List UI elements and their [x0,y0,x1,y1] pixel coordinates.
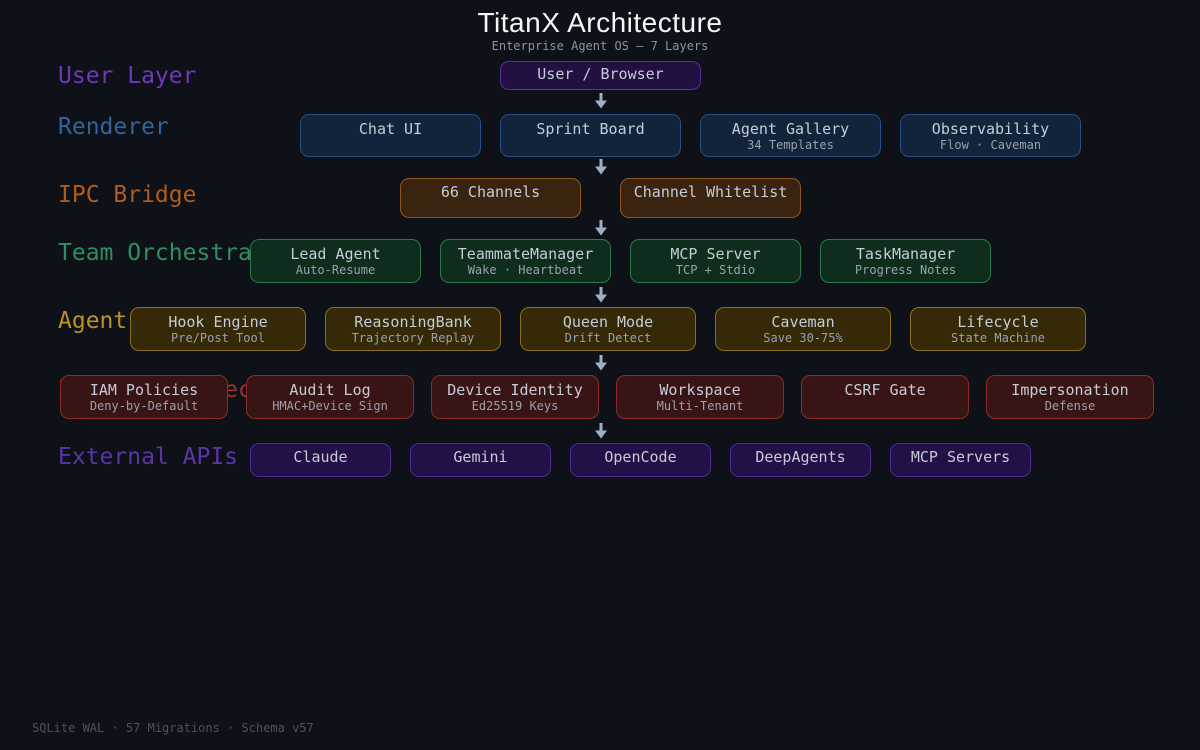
node-title: Chat UI [358,120,423,138]
node-title: Sprint Board [536,120,645,138]
node-title: Workspace [659,381,741,399]
node-subtitle: TCP + Stdio [675,263,756,277]
node-mcp-server: MCP Server TCP + Stdio [630,239,801,283]
node-subtitle: 34 Templates [747,138,834,152]
node-title: Audit Log [289,381,371,399]
node-title: Impersonation [1011,381,1129,399]
node-title: MCP Server [670,245,761,263]
node-caveman: Caveman Save 30-75% [715,307,891,351]
node-agent-gallery: Agent Gallery 34 Templates [700,114,881,157]
page-title: TitanX Architecture [477,7,723,38]
layer-label-renderer: Renderer [58,114,169,140]
node-title: Hook Engine [168,313,268,331]
node-66-channels: 66 Channels [400,178,581,218]
node-deepagents: DeepAgents [730,443,871,477]
node-subtitle: Progress Notes [854,263,957,277]
node-title: Lifecycle [957,313,1039,331]
node-title: Observability [931,120,1050,138]
node-title: Agent Gallery [731,120,850,138]
node-subtitle: State Machine [951,331,1045,345]
node-title: TaskManager [855,245,956,263]
node-chat-ui: Chat UI [300,114,481,157]
node-queen-mode: Queen Mode Drift Detect [520,307,696,351]
node-subtitle: Drift Detect [564,331,652,345]
node-title: Device Identity [447,381,583,399]
arrow-down-icon [595,93,607,109]
node-title: Claude [293,448,348,466]
node-title: DeepAgents [755,448,846,466]
arrow-down-icon [595,287,607,303]
node-subtitle: Flow · Caveman [939,138,1042,152]
node-subtitle: Trajectory Replay [351,331,475,345]
node-mcp-servers: MCP Servers [890,443,1031,477]
node-title: ReasoningBank [354,313,472,331]
layer-label-external-apis: External APIs [58,444,239,470]
node-impersonation: Impersonation Defense [986,375,1154,419]
node-subtitle: Wake · Heartbeat [467,263,584,277]
node-subtitle: Defense [1044,399,1096,413]
node-subtitle: Deny-by-Default [89,399,199,413]
node-title: OpenCode [604,448,677,466]
node-channel-whitelist: Channel Whitelist [620,178,801,218]
node-iam-policies: IAM Policies Deny-by-Default [60,375,228,419]
node-reasoning-bank: ReasoningBank Trajectory Replay [325,307,501,351]
node-title: Lead Agent [290,245,381,263]
node-teammate-manager: TeammateManager Wake · Heartbeat [440,239,611,283]
node-subtitle: Auto-Resume [295,263,376,277]
node-csrf-gate: CSRF Gate [801,375,969,419]
node-gemini: Gemini [410,443,551,477]
layer-label-ipc-bridge: IPC Bridge [58,182,197,208]
node-title: Queen Mode [562,313,654,331]
node-title: Channel Whitelist [633,183,788,201]
node-audit-log: Audit Log HMAC+Device Sign [246,375,414,419]
node-title: User / Browser [537,65,664,83]
node-title: 66 Channels [440,183,541,201]
node-subtitle: Multi-Tenant [656,399,744,413]
node-claude: Claude [250,443,391,477]
node-title: TeammateManager [457,245,594,263]
node-workspace: Workspace Multi-Tenant [616,375,784,419]
node-task-manager: TaskManager Progress Notes [820,239,991,283]
arrow-down-icon [595,355,607,371]
node-user-browser: User / Browser [500,61,701,90]
node-subtitle: HMAC+Device Sign [272,399,388,413]
node-title: Caveman [771,313,835,331]
node-lifecycle: Lifecycle State Machine [910,307,1086,351]
layer-label-user: User Layer [58,63,197,89]
page-subtitle: Enterprise Agent OS — 7 Layers [491,39,709,53]
node-subtitle: Save 30-75% [763,331,843,345]
node-title: CSRF Gate [844,381,926,399]
node-lead-agent: Lead Agent Auto-Resume [250,239,421,283]
arrow-down-icon [595,220,607,236]
arrow-down-icon [595,423,607,439]
node-title: IAM Policies [89,381,199,399]
node-hook-engine: Hook Engine Pre/Post Tool [130,307,306,351]
node-observability: Observability Flow · Caveman [900,114,1081,157]
node-subtitle: Ed25519 Keys [471,399,559,413]
node-title: Gemini [453,448,508,466]
node-device-identity: Device Identity Ed25519 Keys [431,375,599,419]
node-sprint-board: Sprint Board [500,114,681,157]
node-subtitle: Pre/Post Tool [171,331,265,345]
node-opencode: OpenCode [570,443,711,477]
status-footer: SQLite WAL · 57 Migrations · Schema v57 [32,721,314,735]
node-title: MCP Servers [910,448,1011,466]
arrow-down-icon [595,159,607,175]
